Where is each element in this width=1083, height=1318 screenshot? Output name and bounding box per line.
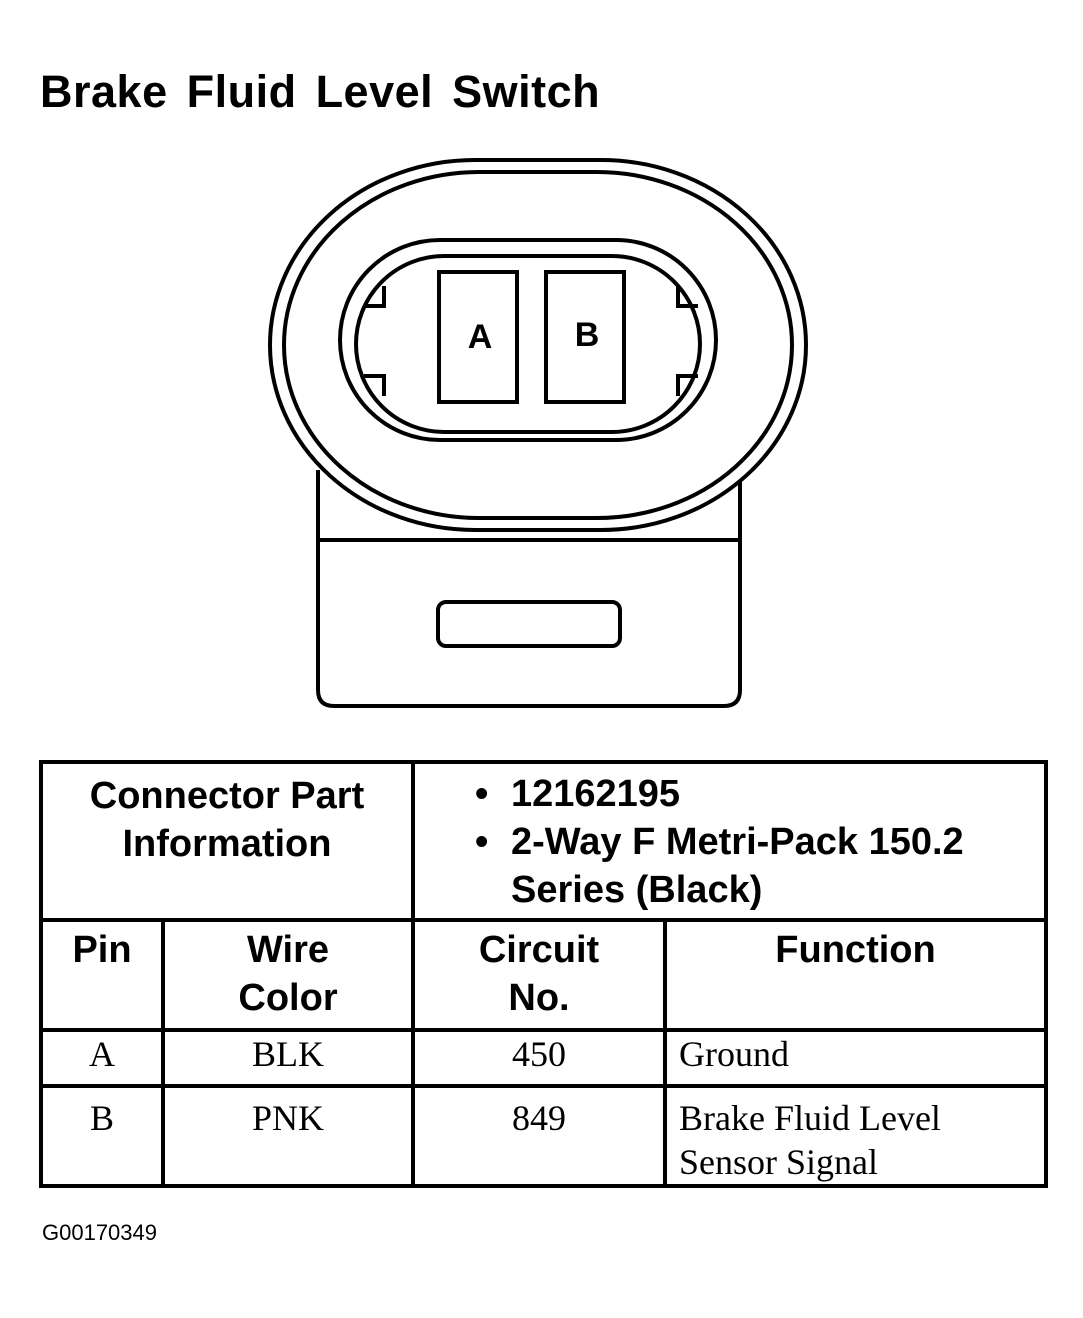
circuit-no-cell: 450: [411, 1028, 667, 1088]
wire-color-cell: PNK: [161, 1084, 415, 1188]
bullet-icon: •: [475, 821, 489, 863]
connector-part-label-cell: Connector Part Information: [39, 760, 415, 922]
part-number: 12162195: [511, 773, 681, 815]
connector-part-label: Connector Part Information: [89, 775, 365, 865]
key-notch-top-left: [364, 286, 386, 308]
pin-label-a: A: [468, 318, 493, 356]
pin-cell: B: [39, 1084, 165, 1188]
bullet-icon: •: [475, 773, 489, 815]
function-cell: Brake Fluid Level Sensor Signal: [662, 1084, 1049, 1188]
pin-cell: A: [39, 1028, 165, 1088]
connector-part-row: Connector Part Information • 12162195 • …: [39, 760, 1049, 922]
figure-code: G00170349: [42, 1220, 157, 1245]
connector-info-table: Connector Part Information • 12162195 • …: [39, 760, 1049, 1188]
part-info-item: • 12162195: [475, 770, 1044, 818]
pin-label-b: B: [575, 316, 600, 354]
header-pin-cell: Pin: [39, 918, 165, 1032]
key-notch-bottom-right: [676, 374, 698, 396]
pin-cavity-b: [544, 270, 626, 404]
header-function-cell: Function: [662, 918, 1049, 1032]
function-cell: Ground: [662, 1028, 1049, 1088]
header-circuit-no: Circuit No.: [478, 929, 600, 1019]
connector-inner-cavity-line: [354, 254, 702, 434]
connector-face-diagram: A B: [268, 158, 808, 708]
header-pin: Pin: [72, 929, 132, 971]
latch-slot: [436, 600, 622, 648]
table-row: B PNK 849 Brake Fluid Level Sensor Signa…: [39, 1084, 1049, 1188]
circuit-no-cell: 849: [411, 1084, 667, 1188]
part-description: 2-Way F Metri-Pack 150.2 Series (Black): [511, 821, 964, 911]
header-circuit-no-cell: Circuit No.: [411, 918, 667, 1032]
key-notch-bottom-left: [364, 374, 386, 396]
connector-inner-cavity: [338, 238, 718, 442]
pin-cavity-a: [437, 270, 519, 404]
header-row: Pin Wire Color Circuit No. Function: [39, 918, 1049, 1032]
table-row: A BLK 450 Ground: [39, 1028, 1049, 1088]
wire-color-cell: BLK: [161, 1028, 415, 1088]
diagram-title: Brake Fluid Level Switch: [40, 66, 601, 117]
part-info-item: • 2-Way F Metri-Pack 150.2 Series (Black…: [475, 818, 1044, 914]
header-wire-color-cell: Wire Color: [161, 918, 415, 1032]
connector-part-info-cell: • 12162195 • 2-Way F Metri-Pack 150.2 Se…: [410, 760, 1049, 922]
connector-outer-shell: [268, 158, 808, 532]
header-wire-color: Wire Color: [238, 929, 338, 1019]
connector-outer-shell-inner-line: [282, 170, 794, 520]
key-notch-top-right: [676, 286, 698, 308]
connector-housing-body: [316, 470, 742, 708]
header-function: Function: [775, 929, 936, 971]
